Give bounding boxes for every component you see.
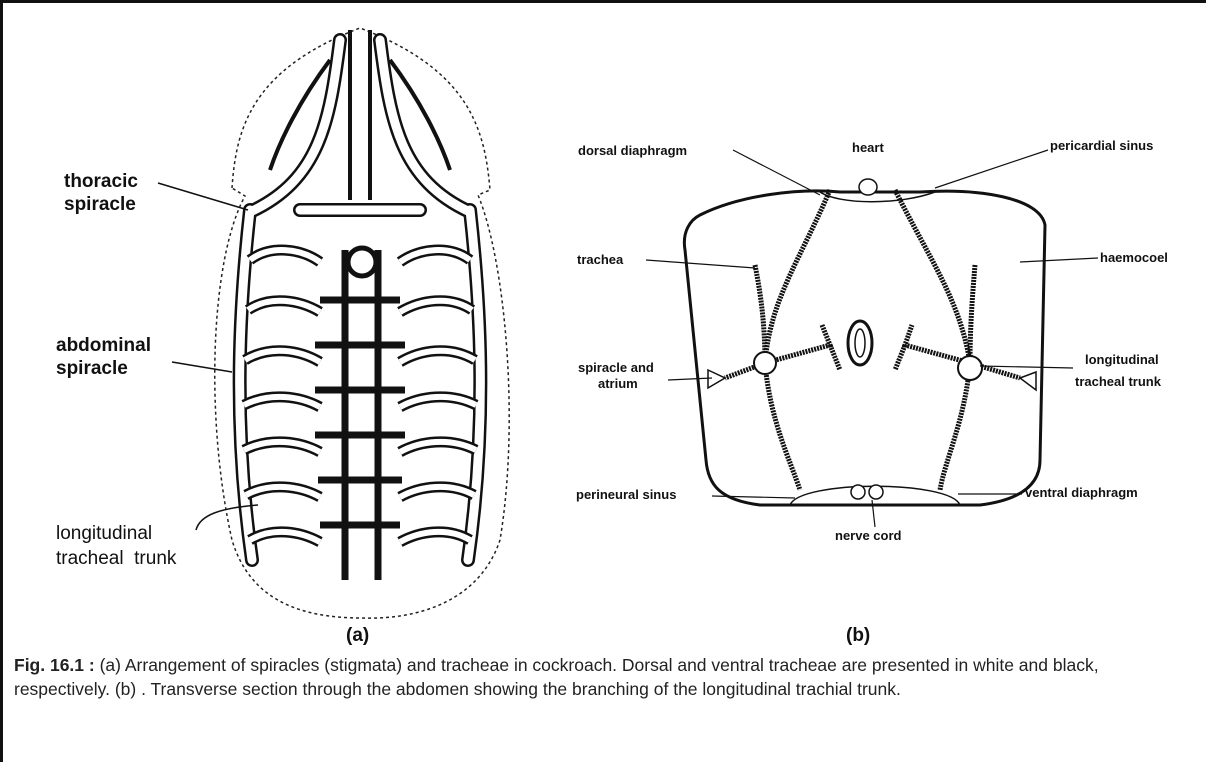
label-longitudinal-b: longitudinal xyxy=(1085,352,1159,368)
label-thoracic-spiracle: spiracle xyxy=(64,193,136,216)
fig-number: Fig. 16.1 : xyxy=(14,655,95,675)
label-longitudinal: longitudinal xyxy=(56,522,152,545)
label-tracheal-trunk-b: tracheal trunk xyxy=(1075,374,1161,390)
label-heart: heart xyxy=(852,140,884,156)
gut-section xyxy=(848,321,872,365)
figure-caption: Fig. 16.1 : (a) Arrangement of spiracles… xyxy=(14,653,1199,701)
label-nerve-cord: nerve cord xyxy=(835,528,901,544)
caption-text: (a) Arrangement of spiracles (stigmata) … xyxy=(14,655,1099,699)
label-abdominal: abdominal xyxy=(56,334,151,357)
label-haemocoel: haemocoel xyxy=(1100,250,1168,266)
ventral-ladder xyxy=(315,250,405,580)
label-atrium: atrium xyxy=(598,376,638,392)
panel-b-label: (b) xyxy=(846,625,870,647)
label-dorsal-diaphragm: dorsal diaphragm xyxy=(578,143,687,159)
label-tracheal-trunk: tracheal trunk xyxy=(56,547,176,570)
label-perineural-sinus: perineural sinus xyxy=(576,487,676,503)
label-abdominal-spiracle: spiracle xyxy=(56,357,128,380)
label-trachea: trachea xyxy=(577,252,623,268)
panel-a-label: (a) xyxy=(346,625,369,647)
label-spiracle-and: spiracle and xyxy=(578,360,654,376)
label-pericardial-sinus: pericardial sinus xyxy=(1050,138,1153,154)
label-ventral-diaphragm: ventral diaphragm xyxy=(1025,485,1138,501)
heart-shape xyxy=(859,179,877,195)
label-thoracic: thoracic xyxy=(64,170,138,193)
